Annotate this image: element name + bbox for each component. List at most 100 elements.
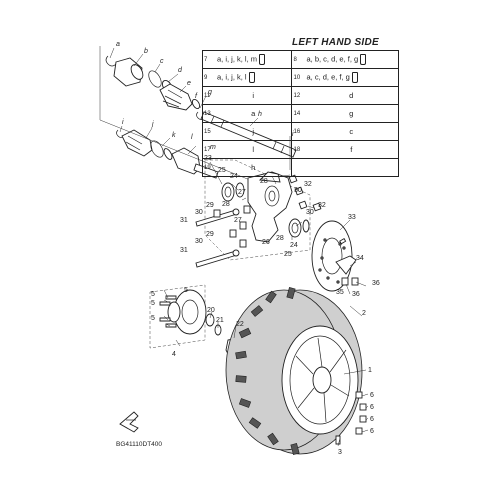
callout-28c: 28 xyxy=(276,235,284,242)
callout-24b: 24 xyxy=(290,242,298,249)
legend-value: a, i, j, k, l, m xyxy=(214,50,293,69)
grease-tube-icon xyxy=(351,72,358,83)
label-b: b xyxy=(144,48,148,55)
callout-34: 34 xyxy=(356,255,364,262)
legend-num: 17 xyxy=(202,140,214,159)
band-f xyxy=(191,98,201,110)
legend-row: 9 a, i, j, k, l 10 a, c, d, e, f, g xyxy=(202,68,400,87)
legend-num xyxy=(291,158,304,177)
legend-value xyxy=(303,158,400,177)
legend-row: 7 a, i, j, k, l, m 8 a, b, c, d, e, f, g xyxy=(202,50,400,69)
callout-5a: 5 xyxy=(151,291,155,298)
legend-num: 16 xyxy=(291,122,304,141)
label-f: f xyxy=(195,93,198,100)
bearing-right xyxy=(288,218,302,238)
callout-30c: 30 xyxy=(294,187,302,194)
legend-table: 7 a, i, j, k, l, m 8 a, b, c, d, e, f, g… xyxy=(202,50,400,177)
callout-36a: 36 xyxy=(352,291,360,298)
legend-num: 11 xyxy=(202,86,214,105)
callout-31a: 31 xyxy=(180,217,188,224)
legend-title: LEFT HAND SIDE xyxy=(292,37,379,48)
legend-num: 19 xyxy=(202,158,214,177)
callout-1: 1 xyxy=(368,367,372,374)
callout-4: 4 xyxy=(172,351,176,358)
label-k: k xyxy=(172,132,176,139)
label-i: i xyxy=(122,119,124,126)
callout-6c: 6 xyxy=(370,416,374,423)
callout-5c: 5 xyxy=(151,315,155,322)
legend-num: 13 xyxy=(202,104,214,123)
band-l xyxy=(163,148,173,160)
legend-value: a, i, j, k, l xyxy=(214,68,293,87)
callout-30d: 30 xyxy=(306,209,314,216)
brake-disc-rotor xyxy=(311,220,353,292)
tire-wheel xyxy=(225,287,367,455)
callout-29b: 29 xyxy=(206,231,214,238)
legend-value: f xyxy=(303,140,400,159)
circlip-a xyxy=(105,55,117,67)
callout-27b: 27 xyxy=(234,217,242,224)
callout-20: 20 xyxy=(207,307,215,314)
label-e: e xyxy=(187,80,191,87)
callout-28b: 28 xyxy=(222,201,230,208)
legend-value: j xyxy=(214,122,293,141)
callout-28a: 28 xyxy=(260,178,268,185)
callout-36b: 36 xyxy=(372,280,380,287)
legend-value: g xyxy=(303,104,400,123)
legend-num: 7 xyxy=(202,50,214,69)
legend-num: 9 xyxy=(202,68,214,87)
legend-value: l xyxy=(214,140,293,159)
bearing xyxy=(221,182,235,202)
legend-num: 15 xyxy=(202,122,214,141)
callout-35: 35 xyxy=(336,289,344,296)
legend-value: a, c, d, e, f, g xyxy=(303,68,400,87)
callout-5b: 5 xyxy=(151,300,155,307)
callout-32a: 32 xyxy=(304,181,312,188)
legend-row: 11 i 12 d xyxy=(202,86,400,105)
brake-disc xyxy=(311,220,359,292)
legend-num: 8 xyxy=(291,50,304,69)
legend-num: 10 xyxy=(291,68,304,87)
ring-c xyxy=(148,70,162,88)
legend-value: c xyxy=(303,122,400,141)
grease-tube-icon xyxy=(248,72,255,83)
callout-6a: 6 xyxy=(370,392,374,399)
diagram-code: BG41110DT400 xyxy=(116,441,162,448)
label-a: a xyxy=(116,41,120,48)
legend-value: i xyxy=(214,86,293,105)
seal xyxy=(235,182,245,198)
callout-30b: 30 xyxy=(195,238,203,245)
legend-num: 18 xyxy=(291,140,304,159)
legend-num: 12 xyxy=(291,86,304,105)
label-j: j xyxy=(151,121,154,128)
callout-26: 26 xyxy=(262,239,270,246)
callout-21: 21 xyxy=(216,317,224,324)
callout-27a: 27 xyxy=(238,189,246,196)
callout-6d: 6 xyxy=(370,428,374,435)
callout-30a: 30 xyxy=(195,209,203,216)
callout-31b: 31 xyxy=(180,247,188,254)
boot-e xyxy=(159,83,193,111)
grease-tube-icon xyxy=(259,54,266,65)
callout-25b: 25 xyxy=(284,251,292,258)
legend-num: 14 xyxy=(291,104,304,123)
hub-assembly xyxy=(149,284,245,359)
label-l: l xyxy=(191,134,193,141)
brake-bracket xyxy=(335,255,357,275)
legend-value: d xyxy=(303,86,400,105)
legend-row: 19 h xyxy=(202,158,400,177)
label-d: d xyxy=(178,67,183,74)
knuckle xyxy=(247,171,293,243)
grease-tube-icon xyxy=(360,54,367,65)
callout-32b: 32 xyxy=(318,202,326,209)
boot-j xyxy=(121,129,153,157)
knuckle-assembly xyxy=(195,159,322,268)
tire-tread xyxy=(235,287,300,455)
legend-value: h xyxy=(214,158,293,177)
callout-29a: 29 xyxy=(206,202,214,209)
legend-value: a xyxy=(214,104,293,123)
callout-33: 33 xyxy=(348,214,356,221)
legend-row: 15 j 16 c xyxy=(202,122,400,141)
legend-row: 13 a 14 g xyxy=(202,104,400,123)
